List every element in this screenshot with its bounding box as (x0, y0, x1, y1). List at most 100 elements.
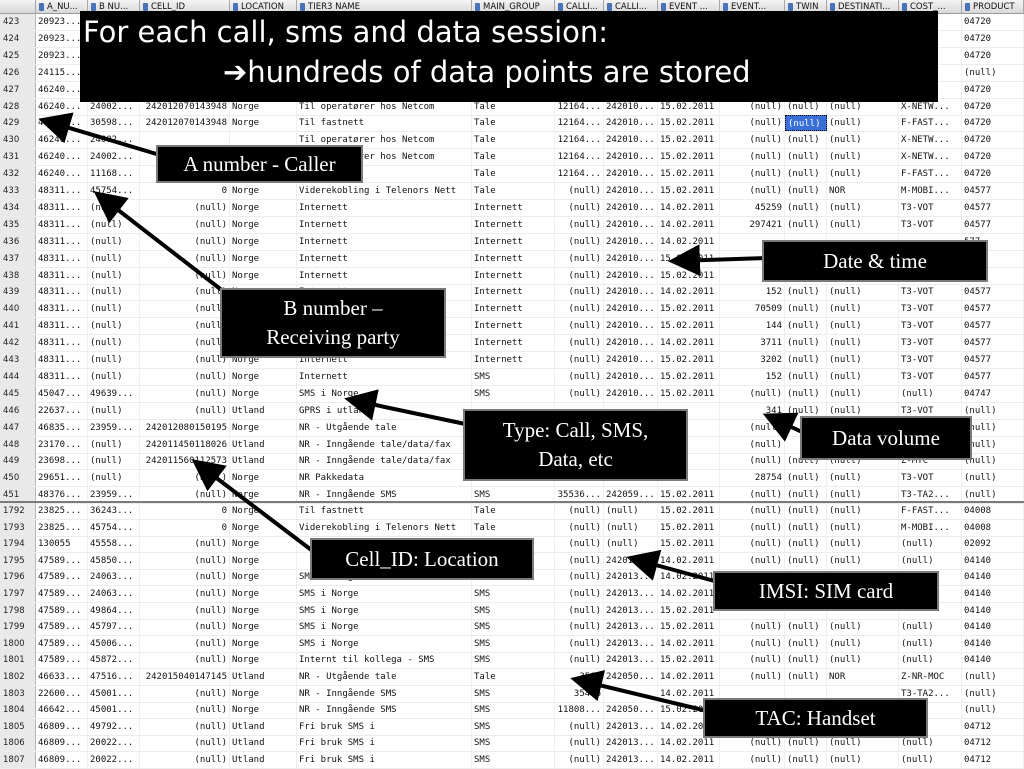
table-cell[interactable] (604, 685, 658, 702)
table-cell[interactable]: Norge (230, 503, 297, 519)
table-cell[interactable]: (null) (604, 503, 658, 519)
table-cell[interactable]: NOR (827, 669, 899, 685)
table-cell[interactable]: 46642... (36, 702, 88, 719)
table-cell[interactable] (785, 685, 827, 702)
table-cell[interactable]: SMS i Norge (297, 635, 472, 652)
table-cell[interactable]: 15.02.2011 (658, 352, 720, 368)
table-cell[interactable]: (null) (555, 267, 604, 284)
table-cell[interactable]: (null) (827, 199, 899, 216)
table-cell[interactable]: 14.02.2011 (658, 569, 720, 586)
table-cell[interactable]: SMS (472, 718, 555, 735)
table-cell[interactable]: NR - Inngående SMS (297, 702, 472, 719)
table-cell[interactable]: 15.02.2011 (658, 602, 720, 619)
table-cell[interactable]: 0 (140, 503, 230, 519)
table-cell[interactable]: Internett (297, 250, 472, 267)
table-cell[interactable]: 3711 (720, 335, 785, 352)
table-cell[interactable]: (null) (555, 718, 604, 735)
table-cell[interactable]: (null) (555, 602, 604, 619)
table-cell[interactable]: 46240... (36, 149, 88, 166)
table-cell[interactable]: (null) (899, 536, 962, 553)
table-cell[interactable]: Internett (472, 216, 555, 233)
table-cell[interactable]: (null) (720, 166, 785, 183)
table-cell[interactable]: Norge (230, 536, 297, 553)
table-cell[interactable]: (null) (140, 652, 230, 669)
table-cell[interactable]: 242010... (604, 166, 658, 183)
table-row[interactable]: 44048311...(null)(null)NorgeInternettInt… (0, 301, 1024, 319)
table-cell[interactable]: 04577 (962, 318, 1024, 335)
column-dropdown-icon[interactable] (91, 2, 96, 11)
table-cell[interactable]: Tale (472, 183, 555, 199)
table-cell[interactable]: 46835... (36, 419, 88, 436)
table-cell[interactable] (899, 702, 962, 719)
table-cell[interactable]: (null) (720, 115, 785, 132)
column-header-product[interactable]: PRODUCT (962, 0, 1024, 14)
table-cell[interactable]: (null) (785, 352, 827, 368)
table-cell[interactable]: Internett (297, 352, 472, 368)
table-cell[interactable]: 48311... (36, 250, 88, 267)
table-cell[interactable]: 04140 (962, 569, 1024, 586)
table-cell[interactable]: (null) (785, 402, 827, 419)
table-cell[interactable]: Utland (230, 402, 297, 419)
table-cell[interactable]: 15.02.2011 (658, 519, 720, 536)
table-cell[interactable]: (null) (140, 735, 230, 752)
table-cell[interactable]: (null) (604, 519, 658, 536)
table-cell[interactable]: 35536... (555, 487, 604, 504)
table-cell[interactable]: SMS (472, 619, 555, 636)
table-cell[interactable]: 47589... (36, 586, 88, 602)
table-cell[interactable]: (null) (785, 149, 827, 166)
table-cell[interactable]: Til operatører hos Netcom (297, 98, 472, 115)
table-cell[interactable]: 48311... (36, 352, 88, 368)
table-cell[interactable]: 48311... (36, 284, 88, 301)
table-cell[interactable]: (null) (555, 199, 604, 216)
table-cell[interactable] (827, 685, 899, 702)
table-cell[interactable]: (null) (88, 301, 140, 318)
table-cell[interactable]: (null) (88, 216, 140, 233)
table-cell[interactable]: (null) (140, 199, 230, 216)
table-cell[interactable]: 242010... (604, 385, 658, 402)
table-cell[interactable]: 46240... (36, 166, 88, 183)
table-cell[interactable] (472, 536, 555, 553)
table-cell[interactable]: NR - Utgående tale (297, 419, 472, 436)
table-cell[interactable]: SMS (472, 385, 555, 402)
table-cell[interactable]: 14.02.2011 (658, 669, 720, 685)
table-cell[interactable]: 45259 (720, 199, 785, 216)
table-cell[interactable]: (null) (827, 149, 899, 166)
table-cell[interactable]: Norge (230, 569, 297, 586)
table-cell[interactable]: (null) (785, 503, 827, 519)
table-cell[interactable]: 45001... (88, 685, 140, 702)
table-cell[interactable]: 23959... (88, 419, 140, 436)
table-cell[interactable]: Norge (230, 199, 297, 216)
table-cell[interactable]: 242013... (604, 619, 658, 636)
table-cell[interactable]: Til operatører hos Netcom (297, 149, 472, 166)
table-cell[interactable]: 04720 (962, 166, 1024, 183)
table-cell[interactable]: (null) (827, 470, 899, 487)
table-cell[interactable]: (null) (555, 385, 604, 402)
table-cell[interactable]: Norge (230, 552, 297, 569)
table-cell[interactable]: GPRS i utland (297, 402, 472, 419)
table-cell[interactable]: (null) (720, 487, 785, 504)
table-cell[interactable]: (null) (555, 552, 604, 569)
table-cell[interactable]: (null) (140, 470, 230, 487)
table-cell[interactable]: 14.02.2011 (658, 335, 720, 352)
table-cell[interactable]: SMS (472, 368, 555, 385)
table-cell[interactable]: (null) (785, 470, 827, 487)
table-cell[interactable]: 04008 (962, 503, 1024, 519)
table-cell[interactable]: 48311... (36, 199, 88, 216)
table-cell[interactable]: 15.02.2011 (658, 149, 720, 166)
table-cell[interactable]: (null) (785, 335, 827, 352)
table-cell[interactable]: 04712 (962, 752, 1024, 768)
table-cell[interactable]: (null) (720, 149, 785, 166)
table-cell[interactable]: (null) (140, 402, 230, 419)
table-cell[interactable]: (null) (88, 453, 140, 470)
table-cell[interactable]: (null) (140, 267, 230, 284)
table-cell[interactable]: 242013... (604, 652, 658, 669)
table-cell[interactable]: (null) (962, 702, 1024, 719)
table-cell[interactable]: Utland (230, 453, 297, 470)
table-cell[interactable]: (null) (140, 352, 230, 368)
